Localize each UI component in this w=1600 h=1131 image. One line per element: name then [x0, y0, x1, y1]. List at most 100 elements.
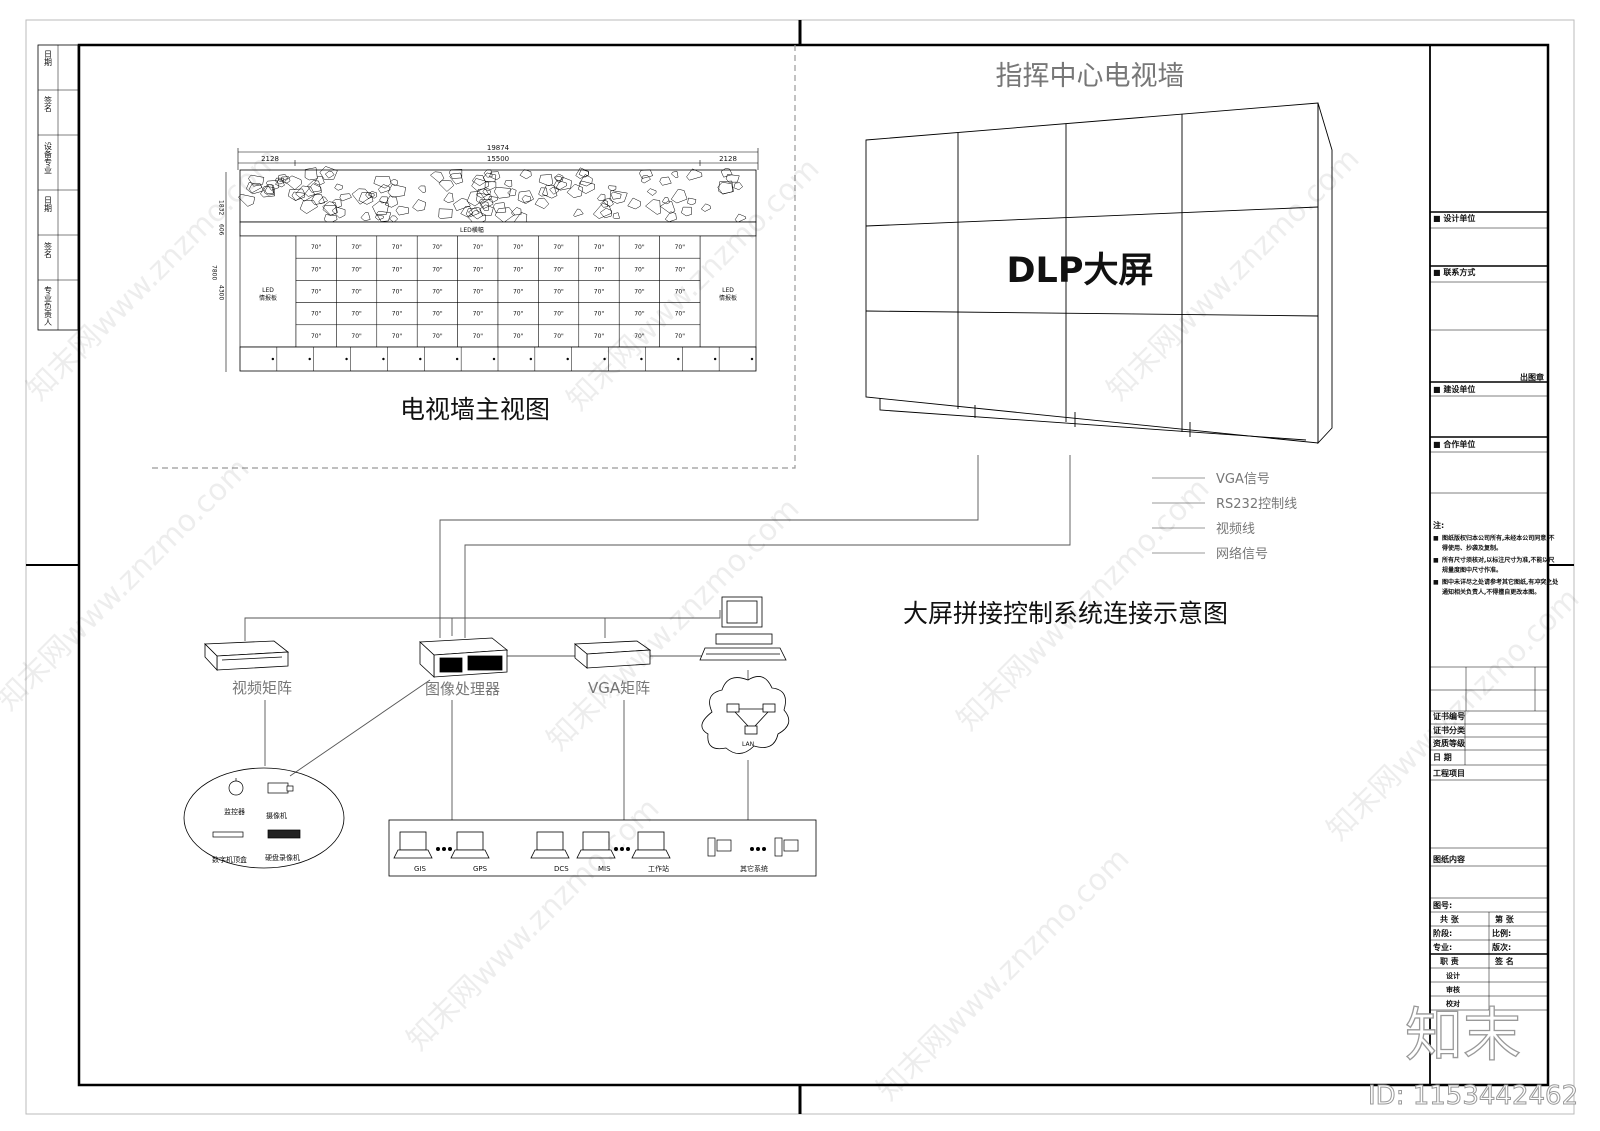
cert-no-label: 证书编号	[1433, 711, 1465, 721]
date-label: 日 期	[1433, 752, 1452, 762]
screen-size-label: 70"	[553, 266, 564, 273]
screen-size-label: 70"	[432, 266, 443, 273]
screen-size-label: 70"	[473, 333, 484, 340]
screen-size-label: 70"	[513, 311, 524, 318]
dome-camera-icon	[228, 780, 244, 796]
dcs-label: DCS	[554, 865, 569, 873]
led-board-right-label: LED	[722, 287, 734, 294]
partner-label: ■ 合作单位	[1433, 439, 1475, 449]
strip-label-3: 设备专业	[44, 141, 53, 174]
screen-size-label: 70"	[513, 333, 524, 340]
screen-size-label: 70"	[311, 289, 322, 296]
workstation-computer	[699, 596, 787, 661]
svg-text:情报板: 情报板	[719, 294, 737, 302]
other-systems-label: 其它系统	[740, 864, 768, 873]
screen-size-label: 70"	[311, 244, 322, 251]
image-processor-device	[419, 637, 509, 678]
led-banner-label: LED横幅	[460, 226, 484, 234]
screen-size-label: 70"	[392, 266, 403, 273]
screen-size-label: 70"	[351, 311, 362, 318]
stage-label: 阶段:	[1433, 928, 1452, 938]
signal-legend: VGA信号 RS232控制线 视频线 网络信号	[1152, 472, 1297, 562]
laptop-icon	[536, 831, 564, 851]
screen-size-label: 70"	[311, 333, 322, 340]
drawing-content-label: 图纸内容	[1433, 854, 1465, 864]
screen-size-label: 70"	[392, 311, 403, 318]
other-systems-icons	[707, 837, 799, 857]
dlp-label: DLP大屏	[1006, 251, 1153, 291]
cert-type-label: 证书分类	[1433, 725, 1465, 735]
screen-size-label: 70"	[634, 244, 645, 251]
screen-size-label: 70"	[553, 311, 564, 318]
camera-label: 摄像机	[266, 811, 287, 820]
strip-label-4: 日期	[44, 196, 53, 213]
dlp-wall-perspective	[865, 102, 1333, 445]
gis-label: GIS	[414, 865, 426, 873]
screen-size-label: 70"	[594, 266, 605, 273]
screen-size-label: 70"	[351, 266, 362, 273]
svg-text:■: ■	[1433, 535, 1439, 542]
screen-size-label: 70"	[432, 244, 443, 251]
dvr-icon	[267, 829, 301, 839]
lan-cloud	[701, 676, 790, 754]
screen-grid: 70" 70" 70" 70" 70" 70" 70" 70" 70" 70" 70" 70" 70" 7…	[295, 235, 701, 348]
legend-rs232: RS232控制线	[1216, 497, 1297, 512]
screen-size-label: 70"	[675, 333, 686, 340]
screen-size-label: 70"	[553, 289, 564, 296]
lan-label: LAN	[742, 741, 754, 748]
video-matrix-label: 视频矩阵	[232, 679, 292, 697]
screen-size-label: 70"	[513, 289, 524, 296]
note-line: 通知相关负责人,不得擅自更改本图。	[1442, 588, 1540, 596]
laptop-icon	[637, 831, 665, 851]
screen-size-label: 70"	[634, 266, 645, 273]
workstation-label: 工作站	[648, 864, 669, 873]
note-line: 图中未详尽之处请参考其它图纸,有冲突之处	[1442, 578, 1559, 586]
screen-size-label: 70"	[392, 289, 403, 296]
front-view-boundary	[152, 45, 796, 469]
screen-size-label: 70"	[675, 266, 686, 273]
screen-size-label: 70"	[553, 333, 564, 340]
gps-label: GPS	[473, 865, 488, 873]
led-board-left-label: LED	[262, 287, 274, 294]
brand-logo: 知末	[1405, 1001, 1521, 1069]
screen-size-label: 70"	[634, 311, 645, 318]
laptop-icon	[399, 831, 427, 851]
dim-side-1: 1832	[218, 200, 225, 215]
version-label: 版次:	[1491, 942, 1511, 952]
note-line: 规量度图中尺寸作准。	[1442, 566, 1502, 574]
screen-size-label: 70"	[594, 244, 605, 251]
vga-matrix-device	[573, 640, 652, 669]
led-board-left	[239, 235, 297, 348]
dim-left: 2128	[261, 155, 279, 163]
front-view-title: 电视墙主视图	[400, 395, 550, 424]
tv-wall-title: 指挥中心电视墙	[996, 61, 1185, 92]
sign-label: 签 名	[1494, 956, 1514, 966]
screen-size-label: 70"	[594, 289, 605, 296]
role-review: 审核	[1446, 985, 1460, 994]
screen-size-label: 70"	[392, 333, 403, 340]
dim-side-3: 4300	[218, 285, 225, 300]
set-top-box-icon	[212, 831, 244, 838]
mis-label: MIS	[598, 865, 611, 873]
led-banner	[239, 221, 757, 237]
laptop-icon	[582, 831, 610, 851]
screen-size-label: 70"	[513, 266, 524, 273]
screen-size-label: 70"	[432, 289, 443, 296]
screen-size-label: 70"	[675, 244, 686, 251]
title-block	[1429, 44, 1549, 1086]
screen-size-label: 70"	[594, 333, 605, 340]
legend-network: 网络信号	[1216, 546, 1268, 562]
id-label: ID: 1153442462	[1368, 1081, 1578, 1111]
screen-size-label: 70"	[594, 311, 605, 318]
screen-size-label: 70"	[432, 311, 443, 318]
screen-size-label: 70"	[473, 311, 484, 318]
dim-side-2: 606	[218, 224, 225, 236]
notes-head: 注:	[1433, 520, 1444, 530]
image-processor-label: 图像处理器	[425, 680, 500, 698]
qual-level-label: 资质等级	[1433, 738, 1466, 748]
screen-size-label: 70"	[351, 289, 362, 296]
scale-label: 比例:	[1492, 928, 1511, 938]
sheet-label: 第 张	[1495, 914, 1515, 924]
screen-size-label: 70"	[675, 289, 686, 296]
